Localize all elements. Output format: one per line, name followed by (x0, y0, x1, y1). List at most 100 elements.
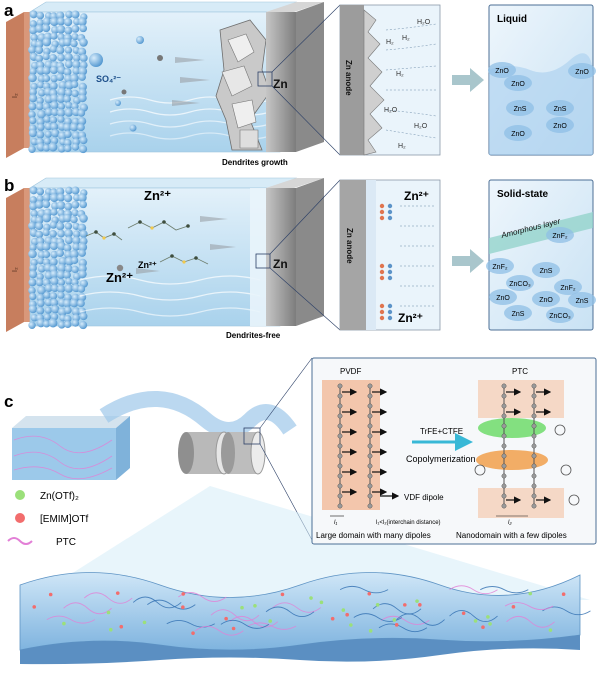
particle (36, 11, 45, 20)
species-label: ZnS (554, 106, 567, 113)
positive-charge (379, 215, 385, 221)
carbon-atom (337, 503, 343, 509)
particle (57, 102, 66, 110)
salt-particle (375, 603, 380, 607)
positive-charge (379, 209, 385, 215)
carbon-atom (337, 383, 343, 389)
negative-charge (387, 215, 393, 221)
carbon-atom (501, 503, 507, 509)
carbon-atom (501, 433, 507, 439)
carbon-atom (367, 503, 373, 509)
particle (73, 230, 81, 238)
particle (64, 236, 74, 245)
salt-particle (415, 599, 419, 603)
salt-particle (280, 592, 285, 597)
carbon-atom (501, 413, 507, 419)
electrolyte-top (28, 177, 298, 189)
zn-anode-strip (340, 180, 366, 330)
particle (57, 108, 66, 118)
particle (78, 73, 86, 81)
particle (71, 24, 80, 33)
protective-film (366, 180, 376, 330)
particle (29, 186, 38, 195)
particle (42, 250, 51, 259)
particle (44, 284, 53, 293)
species-label: ZnCO₃ (549, 313, 571, 320)
particle (79, 24, 88, 33)
ion-particle (115, 100, 121, 106)
ptc-caption: Nanodomain with a few dipoles (456, 531, 567, 540)
particle (36, 187, 45, 196)
particle (56, 17, 66, 26)
carbon-atom (337, 493, 343, 499)
negative-charge (387, 275, 393, 281)
particle (42, 37, 52, 47)
particle (63, 193, 73, 203)
particle (78, 193, 87, 203)
particle (36, 117, 45, 126)
salt-particle (486, 615, 490, 619)
ptc-nanodomain-green (478, 418, 546, 438)
particle (78, 66, 88, 76)
particle (28, 45, 37, 54)
carbon-atom (531, 423, 537, 429)
roller (178, 431, 233, 475)
sulfate-ion (89, 53, 103, 67)
species-label: ZnO (496, 295, 510, 302)
zn-electrode (266, 12, 296, 152)
positive-charge (379, 263, 385, 269)
carbon-atom (367, 473, 373, 479)
particle (63, 139, 72, 147)
species-oval (486, 258, 514, 274)
particle (29, 94, 38, 103)
carbon-atom (367, 493, 373, 499)
particle (70, 80, 79, 89)
particle (36, 273, 44, 281)
side-group (568, 494, 580, 506)
electrolyte-block-side (116, 416, 130, 480)
carbon-atom (531, 473, 537, 479)
particle (70, 215, 78, 224)
transition-arrow (452, 249, 484, 273)
particle (63, 213, 72, 223)
species-label: ZnF₂ (552, 233, 567, 240)
particle (28, 286, 36, 295)
carbon-atom (367, 453, 373, 459)
particle (28, 278, 37, 287)
zn-ion (116, 264, 124, 272)
particle (42, 66, 51, 75)
carbon-atom (531, 433, 537, 439)
particle (64, 60, 74, 69)
particle (63, 123, 72, 132)
salt-particle (481, 625, 485, 630)
particle (64, 144, 72, 153)
particle (79, 230, 88, 239)
particle (57, 263, 67, 273)
particle (30, 33, 39, 42)
particle (71, 319, 80, 327)
particle (65, 186, 73, 195)
polymer-strand (265, 606, 315, 618)
particle (65, 10, 73, 19)
salt-particle (488, 622, 492, 626)
carbon-atom (501, 483, 507, 489)
particle (29, 196, 38, 204)
carbon-atom (531, 463, 537, 469)
carbon-atom (501, 443, 507, 449)
zn-label: Zn (273, 257, 288, 271)
carbon-atom (367, 413, 373, 419)
roller (221, 431, 266, 475)
salt-particle (240, 605, 244, 610)
particle (78, 242, 88, 252)
salt-particle (181, 605, 185, 610)
legend-marker-zn-otf (15, 490, 25, 500)
negative-charge (387, 269, 393, 275)
particle (48, 142, 58, 152)
particle (71, 33, 79, 41)
particle (49, 292, 58, 300)
particle (57, 321, 66, 329)
negative-charge (387, 309, 393, 315)
gas-label: H₂ (402, 35, 410, 42)
salt-particle (106, 610, 111, 615)
particle (38, 265, 46, 273)
